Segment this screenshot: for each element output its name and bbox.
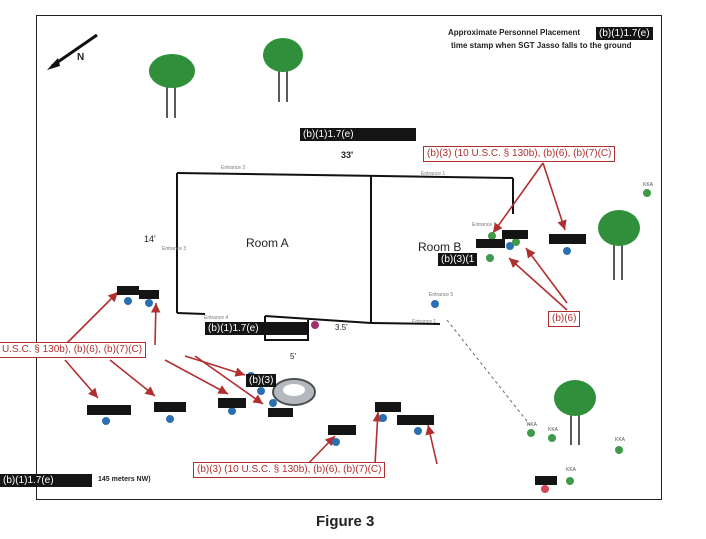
- header-redaction: (b)(1)1.7(e): [596, 27, 653, 40]
- person-marker: [379, 414, 387, 422]
- person-marker: [414, 427, 422, 435]
- vehicle-icon: [272, 378, 316, 406]
- person-marker: [512, 238, 520, 246]
- person-marker: [643, 189, 651, 197]
- figure-caption: Figure 3: [316, 513, 375, 530]
- room-a-label: Room A: [246, 236, 289, 250]
- center-redaction: (b)(3): [246, 374, 277, 387]
- redaction-bar: [154, 402, 186, 412]
- person-marker: [257, 387, 265, 395]
- redaction-note-bottom: (b)(3) (10 U.S.C. § 130b), (b)(6), (b)(7…: [193, 462, 386, 478]
- diagram-frame: [36, 15, 662, 500]
- person-marker: [615, 446, 623, 454]
- header-title: Approximate Personnel Placement: [448, 28, 581, 37]
- person-marker: [431, 300, 439, 308]
- redaction-bar: [328, 425, 356, 435]
- redaction-note-left: U.S.C. § 130b), (b)(6), (b)(7)(C): [0, 342, 147, 358]
- redaction-bar: [268, 408, 293, 417]
- kka-label: KKA: [615, 437, 626, 443]
- top-redaction: (b)(1)1.7(e): [300, 128, 416, 141]
- person-marker: [486, 254, 494, 262]
- redaction-bar: [375, 402, 401, 412]
- room-b-label: Room B: [418, 240, 462, 254]
- width-dimension: 33': [341, 150, 354, 160]
- person-marker: [488, 232, 496, 240]
- redaction-bar: [87, 405, 131, 415]
- redaction-bar: [139, 290, 159, 299]
- step-dimension: 5': [290, 352, 296, 361]
- kka-label: KKA: [527, 422, 538, 428]
- redaction-bar: [397, 415, 434, 425]
- person-marker: [228, 407, 236, 415]
- tree-icon: [598, 210, 640, 280]
- north-label: N: [77, 52, 85, 63]
- person-marker: [563, 247, 571, 255]
- person-marker: [332, 438, 340, 446]
- person-marker: [166, 415, 174, 423]
- entrance-label: Entrance 3: [162, 246, 187, 252]
- annotation-arrows: [64, 162, 568, 471]
- kka-label: KKA: [566, 467, 577, 473]
- person-markers: [102, 189, 651, 493]
- entrance-label: Entrance 1: [421, 171, 446, 177]
- entrance-label: Entrance 5: [429, 292, 454, 298]
- person-marker: [102, 417, 110, 425]
- person-marker: [506, 242, 514, 250]
- tree-icon: [554, 380, 596, 445]
- person-marker: [145, 299, 153, 307]
- dashed-sightline: [446, 319, 531, 426]
- person-marker: [269, 399, 277, 407]
- redaction-bar: [476, 239, 505, 248]
- redaction-bar: [549, 234, 586, 244]
- person-marker: [527, 429, 535, 437]
- entrance-label: Entrance 4: [204, 315, 229, 321]
- redaction-note-right: (b)(6): [548, 311, 581, 327]
- redaction-bar: [117, 286, 139, 295]
- kka-label: KKA: [643, 182, 654, 188]
- person-marker: [541, 485, 549, 493]
- person-marker: [566, 477, 574, 485]
- gap-dimension: 3.5': [335, 323, 348, 332]
- redaction-bar: [218, 398, 246, 408]
- redaction-bar: [535, 476, 557, 485]
- tree-icon: [263, 38, 303, 102]
- header-subtitle: time stamp when SGT Jasso falls to the g…: [451, 41, 632, 50]
- height-dimension: 14': [144, 234, 156, 244]
- bottom-redaction: (b)(1)1.7(e): [205, 322, 307, 335]
- north-arrow-icon: [47, 33, 98, 70]
- entrance-label: Entrance 1: [412, 319, 437, 325]
- room-b-redaction: (b)(3)(1: [438, 253, 478, 266]
- tree-icon: [149, 54, 195, 118]
- redaction-note-top-right: (b)(3) (10 U.S.C. § 130b), (b)(6), (b)(7…: [423, 146, 616, 162]
- kka-label: KKA: [548, 427, 559, 433]
- distance-redaction: (b)(1)1.7(e): [0, 474, 92, 487]
- redaction-bar: [502, 230, 528, 239]
- entrance-label: Entrance 1: [472, 222, 497, 228]
- entrance-label: Entrance 2: [221, 165, 246, 171]
- person-marker: [124, 297, 132, 305]
- distance-label: 145 meters NW): [98, 476, 151, 483]
- person-marker: [548, 434, 556, 442]
- person-marker: [311, 321, 319, 329]
